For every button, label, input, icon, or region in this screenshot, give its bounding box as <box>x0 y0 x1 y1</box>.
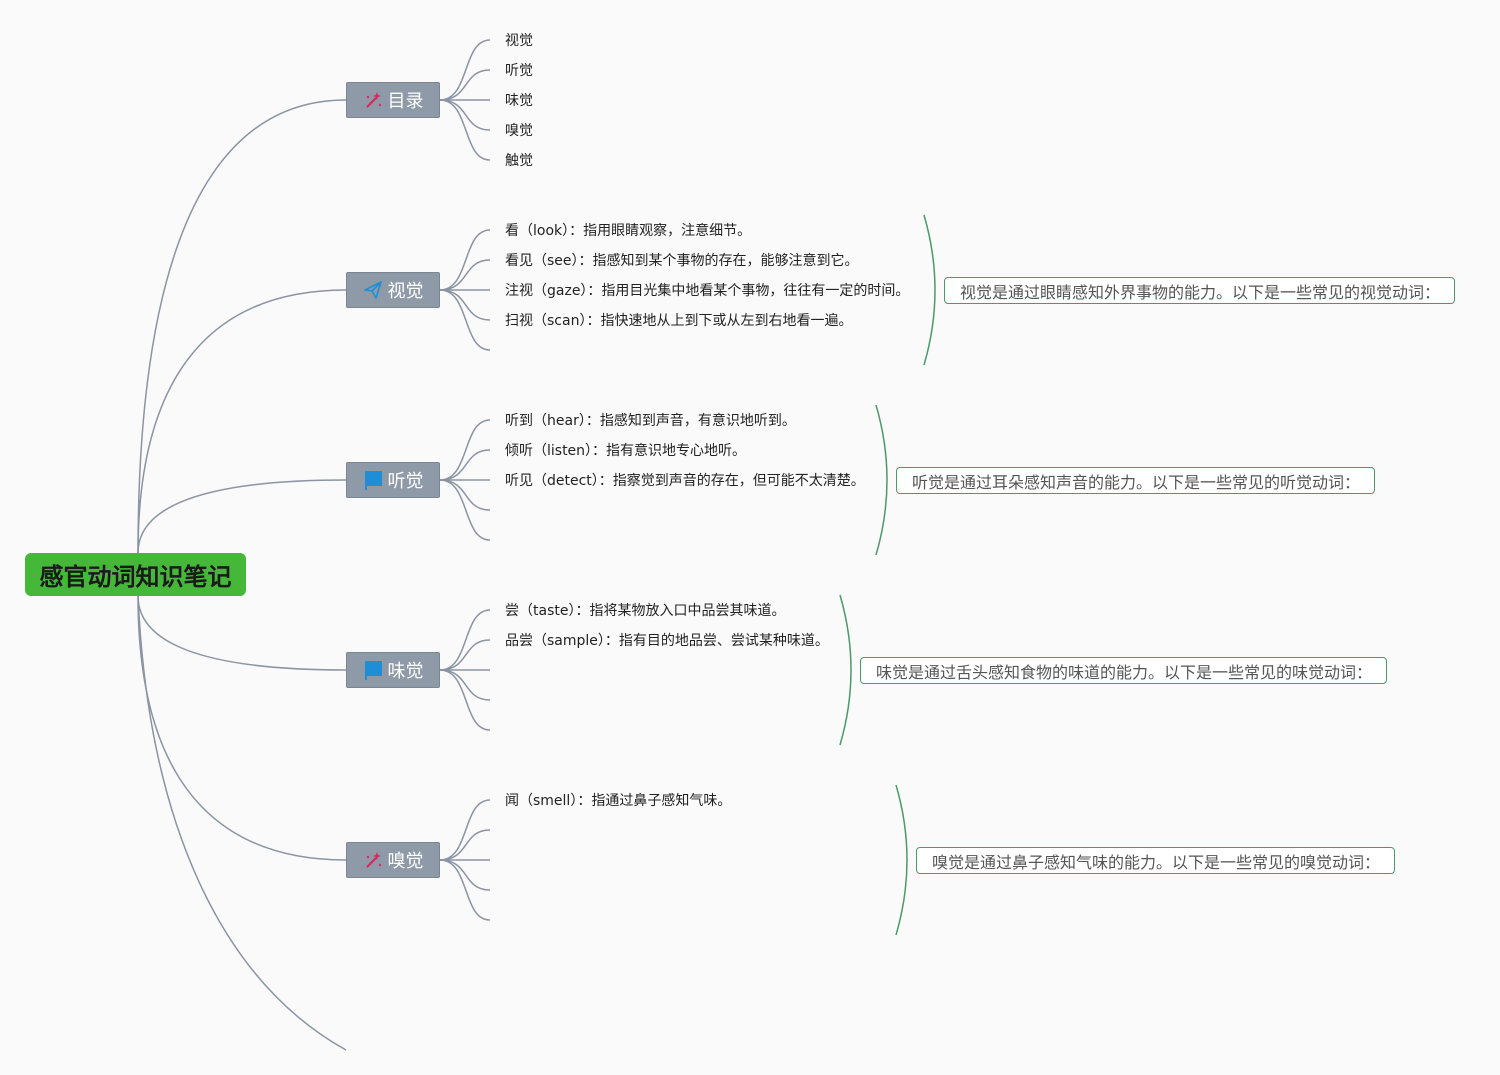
branch-leaf-connector <box>439 419 491 481</box>
leaf-topic[interactable]: 闻（smell）：指通过鼻子感知气味。 <box>505 793 732 809</box>
root-branch-connector <box>137 595 347 861</box>
branch-leaf-connector <box>439 259 491 291</box>
summary-text: 味觉是通过舌头感知食物的味道的能力。以下是一些常见的味觉动词： <box>876 662 1373 682</box>
summary-box-hearing[interactable]: 听觉是通过耳朵感知声音的能力。以下是一些常见的听觉动词： <box>896 467 1375 494</box>
branch-topic-taste[interactable]: 味觉 <box>346 652 440 688</box>
branch-leaf-connector <box>439 479 491 541</box>
branch-leaf-connector <box>439 799 491 861</box>
summary-bracket <box>839 594 852 746</box>
branch-leaf-connector <box>439 829 491 861</box>
flag-icon <box>363 470 383 490</box>
leaf-topic[interactable]: 视觉 <box>505 33 533 49</box>
leaf-topic[interactable]: 注视（gaze）：指用目光集中地看某个事物，往往有一定的时间。 <box>505 283 910 299</box>
branch-topic-smell[interactable]: 嗅觉 <box>346 842 440 878</box>
branch-leaf-connector <box>439 449 491 481</box>
leaf-topic[interactable]: 听到（hear）：指感知到声音，有意识地听到。 <box>505 413 796 429</box>
branch-leaf-connector <box>439 669 491 731</box>
paper-plane-icon <box>363 280 383 300</box>
leaf-topic[interactable]: 听见（detect）：指察觉到声音的存在，但可能不太清楚。 <box>505 473 865 489</box>
branch-leaf-connector <box>439 859 491 921</box>
leaf-topic[interactable]: 扫视（scan）：指快速地从上到下或从左到右地看一遍。 <box>505 313 853 329</box>
root-branch-connector <box>137 289 347 554</box>
root-branch-connector <box>137 99 347 554</box>
leaf-topic[interactable]: 看见（see）：指感知到某个事物的存在，能够注意到它。 <box>505 253 859 269</box>
branch-leaf-connector <box>439 69 491 101</box>
root-topic-label: 感官动词知识笔记 <box>39 563 232 591</box>
summary-text: 嗅觉是通过鼻子感知气味的能力。以下是一些常见的嗅觉动词： <box>932 852 1381 872</box>
branch-topic-hearing[interactable]: 听觉 <box>346 462 440 498</box>
flag-icon <box>363 660 383 680</box>
summary-box-vision[interactable]: 视觉是通过眼睛感知外界事物的能力。以下是一些常见的视觉动词： <box>944 277 1455 304</box>
root-branch-connector <box>137 479 347 554</box>
branch-topic-contents[interactable]: 目录 <box>346 82 440 118</box>
branch-leaf-connector <box>439 99 491 161</box>
branch-leaf-connector <box>439 39 491 101</box>
branch-leaf-connector <box>439 669 491 701</box>
leaf-topic[interactable]: 触觉 <box>505 153 533 169</box>
leaf-topic[interactable]: 嗅觉 <box>505 123 533 139</box>
root-topic[interactable]: 感官动词知识笔记 <box>25 553 246 596</box>
branch-topic-label: 视觉 <box>387 281 424 302</box>
leaf-topic[interactable]: 品尝（sample）：指有目的地品尝、尝试某种味道。 <box>505 633 829 649</box>
summary-bracket <box>923 214 936 366</box>
branch-leaf-connector <box>439 229 491 291</box>
branch-leaf-connector <box>439 479 491 511</box>
leaf-topic[interactable]: 倾听（listen）：指有意识地专心地听。 <box>505 443 747 459</box>
summary-bracket <box>895 784 908 936</box>
branch-topic-label: 味觉 <box>387 661 424 682</box>
summary-bracket <box>875 404 888 556</box>
root-branch-connector <box>137 595 347 671</box>
branch-leaf-connector <box>439 609 491 671</box>
leaf-topic[interactable]: 听觉 <box>505 63 533 79</box>
root-branch-connector <box>137 595 347 1051</box>
magic-wand-icon <box>363 90 383 110</box>
branch-topic-label: 听觉 <box>387 471 424 492</box>
summary-text: 视觉是通过眼睛感知外界事物的能力。以下是一些常见的视觉动词： <box>960 282 1441 302</box>
branch-leaf-connector <box>439 289 491 351</box>
branch-leaf-connector <box>439 289 491 321</box>
leaf-topic[interactable]: 看（look）：指用眼睛观察，注意细节。 <box>505 223 752 239</box>
magic-wand-icon <box>363 850 383 870</box>
summary-box-taste[interactable]: 味觉是通过舌头感知食物的味道的能力。以下是一些常见的味觉动词： <box>860 657 1387 684</box>
leaf-topic[interactable]: 尝（taste）：指将某物放入口中品尝其味道。 <box>505 603 786 619</box>
branch-topic-label: 嗅觉 <box>387 851 424 872</box>
branch-leaf-connector <box>439 859 491 891</box>
branch-topic-label: 目录 <box>387 91 424 112</box>
leaf-topic[interactable]: 味觉 <box>505 93 533 109</box>
branch-topic-vision[interactable]: 视觉 <box>346 272 440 308</box>
summary-box-smell[interactable]: 嗅觉是通过鼻子感知气味的能力。以下是一些常见的嗅觉动词： <box>916 847 1395 874</box>
branch-leaf-connector <box>439 99 491 131</box>
branch-leaf-connector <box>439 639 491 671</box>
summary-text: 听觉是通过耳朵感知声音的能力。以下是一些常见的听觉动词： <box>912 472 1361 492</box>
